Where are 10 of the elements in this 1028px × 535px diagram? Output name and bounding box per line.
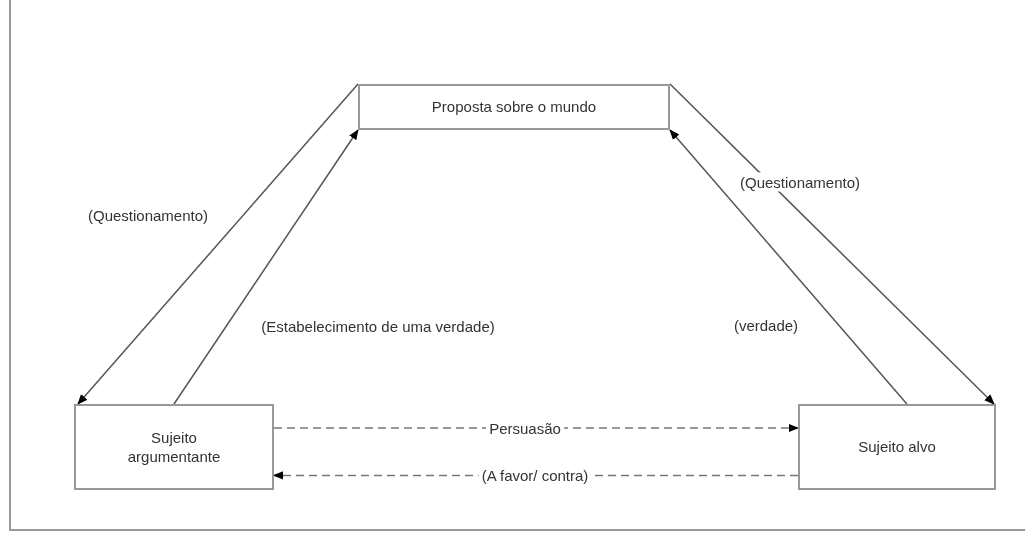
box-label: Sujeito alvo xyxy=(858,437,936,457)
arrow xyxy=(669,129,908,405)
concept-box xyxy=(74,404,274,490)
concept-box xyxy=(798,404,996,490)
box-label: Proposta sobre o mundo xyxy=(431,97,597,117)
arrow xyxy=(669,83,995,405)
arrow xyxy=(173,129,359,405)
concept-box xyxy=(358,84,670,130)
arrow xyxy=(77,83,359,405)
box-label: Sujeito argumentante xyxy=(126,427,222,467)
